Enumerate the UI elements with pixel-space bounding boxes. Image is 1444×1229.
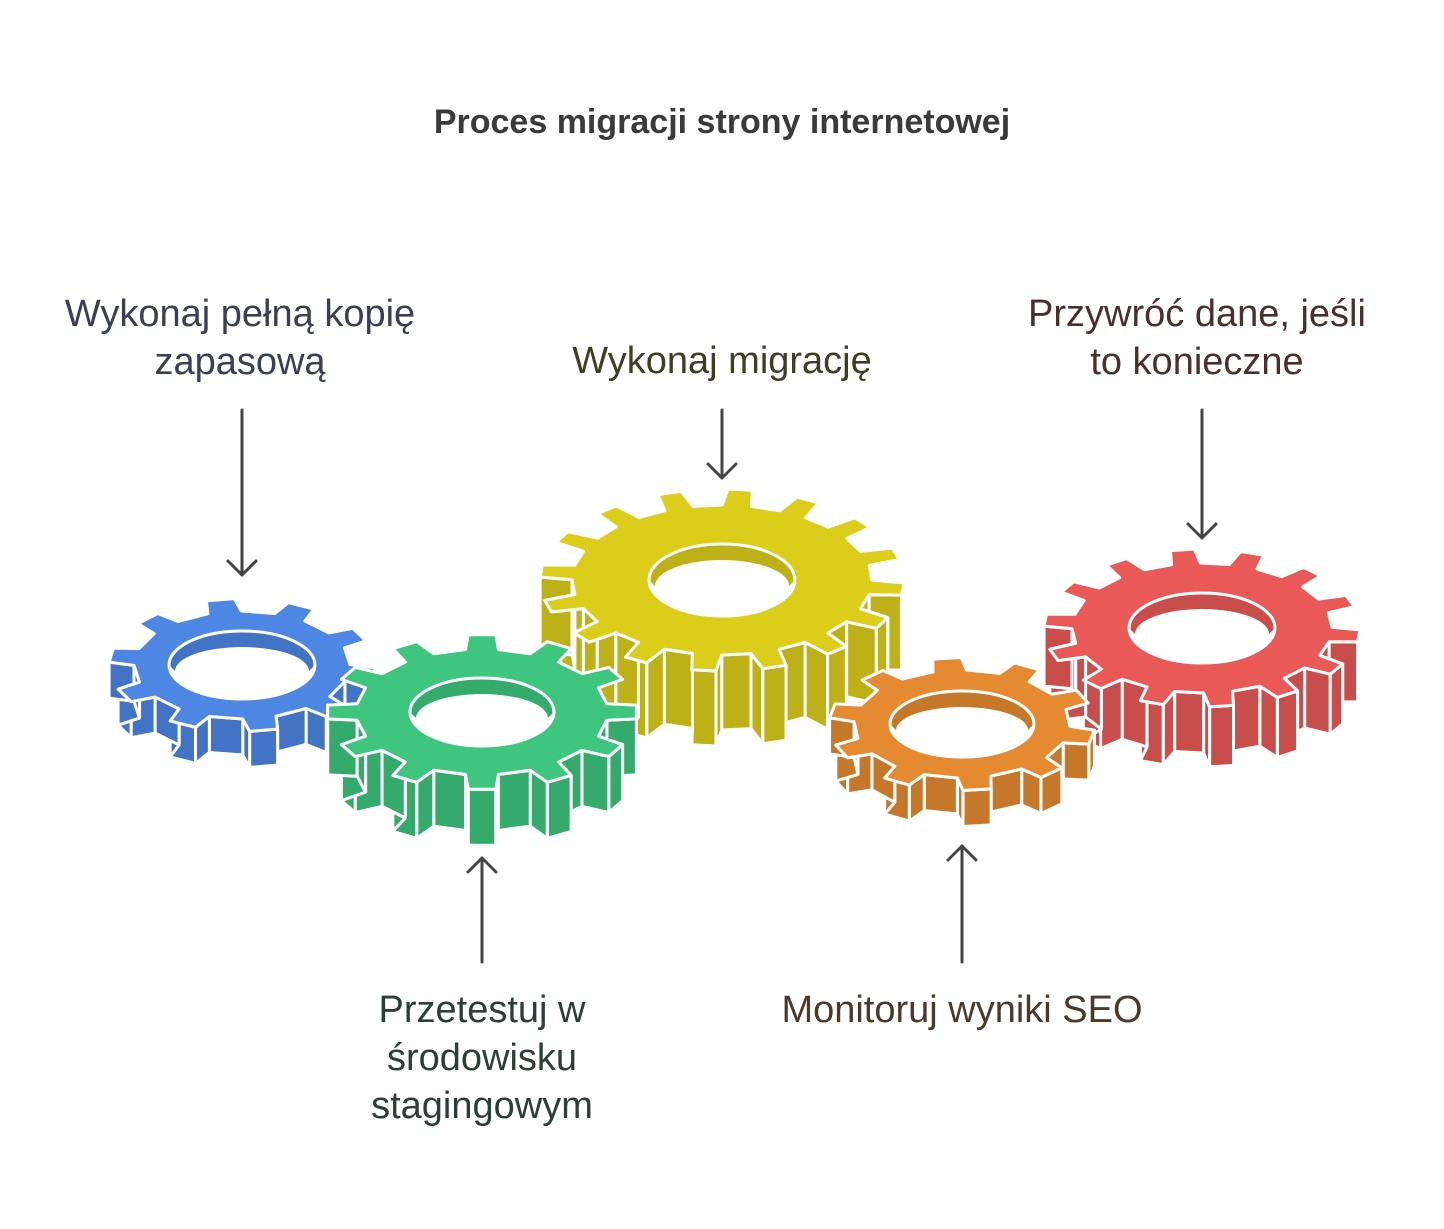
gear-hole-inner-wall — [649, 544, 795, 586]
gear-side-face — [466, 787, 498, 847]
arrows-group — [226, 408, 1218, 964]
gear-side-face — [690, 668, 718, 748]
gear-hole-inner-wall — [1129, 593, 1275, 634]
arrow-staging — [466, 856, 498, 964]
step-label-line: Przetestuj w — [379, 989, 587, 1031]
gear-side-face — [720, 652, 753, 732]
gear-side-face — [207, 714, 245, 757]
gear-staging — [326, 633, 638, 847]
gear-side-face — [248, 727, 280, 769]
step-label-line: Wykonaj pełną kopię — [65, 293, 415, 335]
gear-hole-inner-wall — [890, 691, 1034, 730]
gear-side-face — [1230, 684, 1262, 753]
gear-side-face — [1208, 703, 1235, 769]
gear-side-face — [761, 663, 788, 746]
gear-hole-rim — [647, 542, 797, 618]
gear-side-face — [1061, 741, 1091, 782]
gear-hole-rim — [408, 676, 556, 748]
arrow-backup — [226, 408, 258, 577]
step-label-migrate: Wykonaj migrację — [572, 340, 872, 382]
step-label-line: Wykonaj migrację — [572, 340, 872, 382]
gear-side-face — [1275, 689, 1300, 759]
step-label-staging: Przetestuj w środowisku stagingowym — [371, 989, 593, 1127]
diagram-title: Proces migracji strony internetowej — [434, 103, 1010, 141]
step-label-restore: Przywróć dane, jeśli to konieczne — [1028, 293, 1366, 383]
gear-side-face — [1303, 666, 1332, 736]
gear-hole-rim — [888, 689, 1036, 759]
arrow-migrate — [706, 408, 738, 480]
gear-hole-rim — [1127, 591, 1277, 665]
step-label-backup: Wykonaj pełną kopię zapasową — [65, 293, 415, 383]
step-label-line: Przywróć dane, jeśli — [1028, 293, 1366, 335]
gear-side-face — [961, 787, 993, 828]
gear-hole-inner-wall — [169, 631, 315, 671]
step-label-line: Monitoruj wyniki SEO — [781, 989, 1142, 1031]
gear-side-face — [803, 640, 830, 731]
gear-side-face — [432, 768, 468, 832]
gear-side-face — [1099, 677, 1124, 751]
step-label-line: zapasową — [154, 341, 326, 383]
gear-side-face — [580, 748, 611, 815]
gear-side-face — [496, 768, 532, 832]
arrow-restore — [1186, 408, 1218, 540]
gear-side-face — [1120, 677, 1149, 749]
gears-group — [107, 487, 1362, 847]
gear-side-face — [1173, 690, 1206, 755]
step-label-seo: Monitoruj wyniki SEO — [781, 989, 1142, 1031]
gear-side-face — [662, 647, 694, 731]
step-label-line: stagingowym — [371, 1085, 593, 1127]
gear-side-face — [545, 773, 573, 840]
gear-side-face — [922, 773, 959, 816]
step-label-line: środowisku — [387, 1037, 577, 1079]
gear-seo — [828, 656, 1096, 828]
gear-hole-rim — [167, 629, 317, 701]
arrow-seo — [946, 844, 978, 964]
step-label-line: to konieczne — [1090, 341, 1303, 383]
gear-side-face — [845, 620, 878, 705]
gear-hole-inner-wall — [410, 678, 554, 718]
